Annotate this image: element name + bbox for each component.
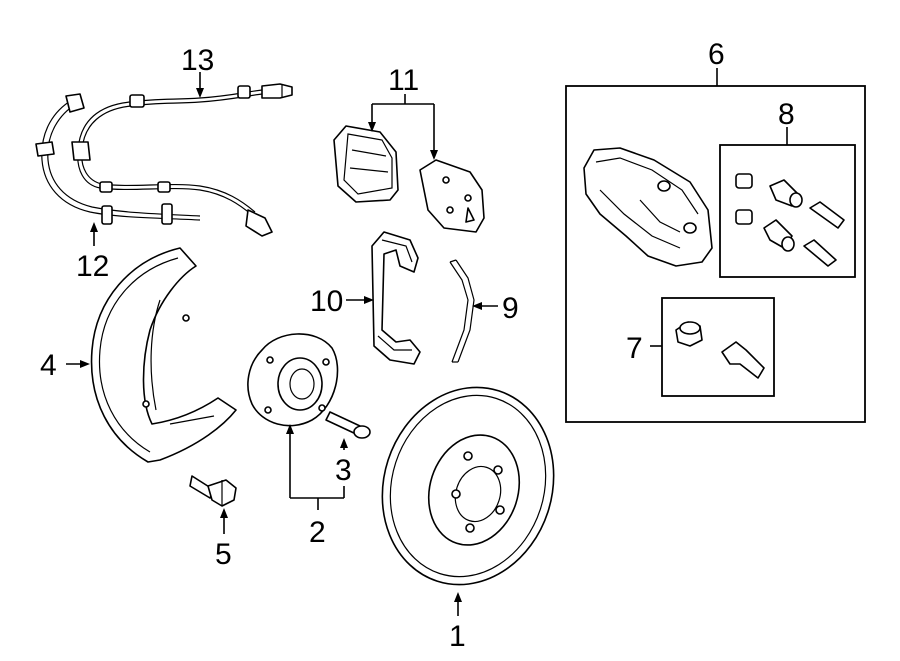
part-4-splash-shield[interactable] [90, 247, 237, 463]
part-7-group-box [661, 297, 775, 397]
part-12-abs-sensor-wire[interactable] [35, 93, 201, 225]
part-3-wheel-stud[interactable] [325, 411, 371, 439]
callout-13: 13 [181, 44, 214, 77]
part-9-anti-rattle-clip[interactable] [449, 259, 475, 363]
callout-11: 11 [388, 64, 419, 97]
callout-6: 6 [708, 38, 725, 71]
part-10-caliper-bracket[interactable] [371, 231, 421, 365]
part-11-brake-pads[interactable] [333, 125, 485, 233]
callout-5: 5 [215, 538, 232, 571]
leader-lines [66, 68, 788, 616]
callout-3: 3 [335, 454, 352, 487]
part-6-group-box [565, 85, 866, 423]
callout-10: 10 [310, 285, 343, 318]
callout-4: 4 [40, 349, 57, 382]
part-13-abs-sensor-wire[interactable] [71, 83, 293, 237]
callout-12: 12 [76, 250, 109, 283]
part-6-caliper[interactable] [583, 147, 713, 267]
part-1-brake-rotor[interactable] [357, 365, 579, 607]
callout-8: 8 [778, 98, 795, 131]
part-2-hub-bearing[interactable] [247, 333, 339, 427]
callout-labels: 13 12 11 10 9 4 5 2 3 1 6 8 7 [40, 38, 795, 653]
part-7-bleeder-kit[interactable] [675, 321, 765, 379]
callout-1: 1 [449, 620, 466, 653]
callout-2: 2 [309, 516, 326, 549]
part-8-slide-pin-kit[interactable] [735, 173, 845, 267]
part-5-bolt[interactable] [189, 475, 237, 507]
callout-7: 7 [626, 332, 643, 365]
callout-9: 9 [502, 292, 519, 325]
